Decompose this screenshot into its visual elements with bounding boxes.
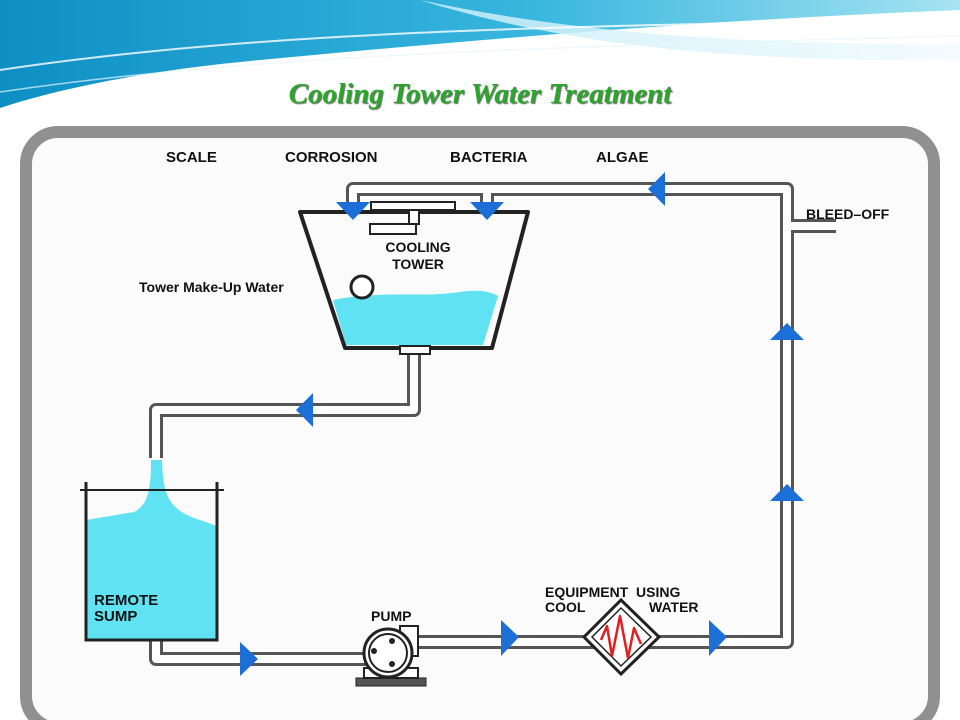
flow-arrow xyxy=(770,484,804,501)
equipment-label: WATER xyxy=(649,599,699,615)
flow-arrow xyxy=(648,172,665,206)
remote-sump xyxy=(80,460,224,642)
flow-arrow xyxy=(336,202,370,220)
make-up-valve xyxy=(349,274,375,300)
cooling-tower xyxy=(298,201,530,355)
pipe-interior xyxy=(152,185,838,663)
heat-exchanger xyxy=(581,597,662,677)
equipment-label: EQUIPMENT USING xyxy=(545,584,680,600)
concern-scale: SCALE xyxy=(166,149,217,166)
labels: SCALE CORROSION BACTERIA ALGAE COOLING T… xyxy=(94,149,890,625)
header-swoosh xyxy=(0,0,960,108)
tower-outlet xyxy=(399,345,431,355)
flow-arrow xyxy=(470,202,504,220)
concern-algae: ALGAE xyxy=(596,149,649,166)
remote-sump-label: SUMP xyxy=(94,608,137,625)
flow-arrow xyxy=(240,642,258,676)
flow-arrow xyxy=(501,620,519,656)
flow-arrows xyxy=(240,172,804,676)
remote-sump-label: REMOTE xyxy=(94,592,158,609)
pump-label: PUMP xyxy=(371,608,411,624)
cooling-tower-label: COOLING xyxy=(385,239,450,255)
make-up-water-label: Tower Make-Up Water xyxy=(139,279,284,295)
concern-corrosion: CORROSION xyxy=(285,149,378,166)
flow-arrow xyxy=(770,323,804,340)
flow-arrow xyxy=(296,393,313,427)
concern-bacteria: BACTERIA xyxy=(450,149,528,166)
bleed-off-label: BLEED–OFF xyxy=(806,206,890,222)
pump xyxy=(355,625,427,687)
diagram-frame xyxy=(20,126,940,720)
tower-fan xyxy=(369,201,456,235)
slide-title: Cooling Tower Water Treatment xyxy=(288,78,672,110)
flow-arrow xyxy=(709,620,727,656)
equipment-label: COOL xyxy=(545,599,586,615)
cooling-tower-label: TOWER xyxy=(392,256,444,272)
